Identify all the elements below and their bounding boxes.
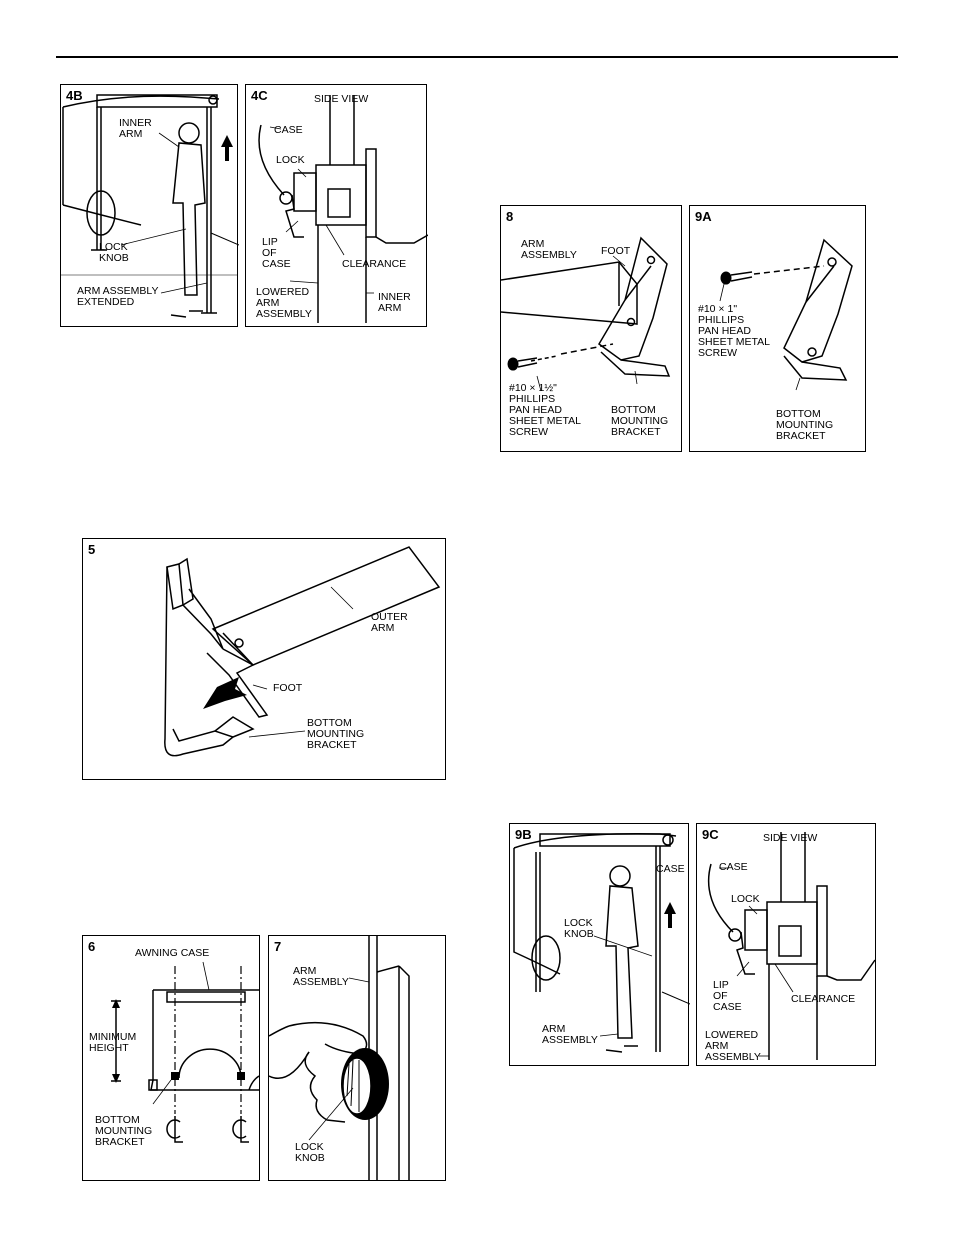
figure-9c-drawing: [707, 832, 876, 1060]
figure-8-number: 8: [506, 209, 514, 224]
figure-8-drawing: [501, 236, 671, 392]
arm-assembly-label: ARM ASSEMBLY: [542, 1023, 598, 1046]
case-label: CASE: [274, 124, 303, 136]
figure-6-drawing: [111, 961, 260, 1143]
figure-9b-drawing: [513, 833, 690, 1053]
figure-9a-drawing: [719, 238, 853, 391]
bottom-mounting-bracket-label: BOTTOM MOUNTING BRACKET: [776, 408, 834, 442]
case-label: CASE: [719, 861, 748, 873]
awning-case-label: AWNING CASE: [135, 947, 210, 959]
figure-5: 5 OUTER ARM FOOT BOTTOM MOUNTING BRACKET: [82, 538, 446, 780]
figure-9c: 9C SIDE VIEW CASE LOCK LIP OF CASE CLEAR…: [696, 823, 876, 1066]
figure-5-number: 5: [88, 542, 96, 557]
screw-label: #10 × 1" PHILLIPS PAN HEAD SHEET METAL S…: [698, 303, 770, 359]
figure-4c-drawing: [258, 95, 428, 323]
lock-knob-label: LOCK KNOB: [99, 241, 129, 264]
figure-4c: 4C SIDE VIEW CASE LOCK LIP OF CASE CLEAR…: [245, 84, 428, 327]
lock-knob-label: LOCK KNOB: [295, 1141, 325, 1164]
clearance-label: CLEARANCE: [342, 258, 407, 270]
figure-4c-number: 4C: [251, 88, 268, 103]
clearance-label: CLEARANCE: [791, 993, 856, 1005]
figure-5-drawing: [164, 546, 441, 757]
bottom-mounting-bracket-label: BOTTOM MOUNTING BRACKET: [95, 1114, 153, 1148]
lowered-arm-assembly-label: LOWERED ARM ASSEMBLY: [705, 1029, 761, 1063]
figure-4b-number: 4B: [66, 88, 83, 103]
bottom-mounting-bracket-label: BOTTOM MOUNTING BRACKET: [611, 404, 669, 438]
side-view-title: SIDE VIEW: [314, 93, 369, 105]
figure-4b-drawing: [61, 94, 239, 318]
figure-6: 6 AWNING CASE MINIMUM HEIGHT BOTTOM MOUN…: [82, 935, 260, 1181]
side-view-title: SIDE VIEW: [763, 832, 818, 844]
lock-knob-label: LOCK KNOB: [564, 917, 594, 940]
minimum-height-label: MINIMUM HEIGHT: [89, 1031, 137, 1054]
figure-9a-number: 9A: [695, 209, 712, 224]
foot-label: FOOT: [273, 682, 303, 694]
figure-7: 7 ARM ASSEMBLY LOCK KNOB: [268, 935, 446, 1181]
lowered-arm-assembly-label: LOWERED ARM ASSEMBLY: [256, 286, 312, 320]
case-label: CASE: [656, 863, 685, 875]
figure-9c-number: 9C: [702, 827, 719, 842]
figure-6-number: 6: [88, 939, 96, 954]
outer-arm-label: OUTER ARM: [371, 611, 408, 634]
header-rule: [56, 56, 898, 58]
lip-of-case-label: LIP OF CASE: [713, 979, 742, 1013]
lip-of-case-label: LIP OF CASE: [262, 236, 291, 270]
foot-label: FOOT: [601, 245, 631, 257]
inner-arm-label: INNER ARM: [119, 117, 152, 140]
lock-label: LOCK: [731, 893, 760, 905]
bottom-mounting-bracket-label: BOTTOM MOUNTING BRACKET: [307, 717, 365, 751]
inner-arm-label: INNER ARM: [378, 291, 411, 314]
figure-9a: 9A #10 × 1" PHILLIPS PAN HEAD SHEET META…: [689, 205, 866, 452]
arm-assembly-label: ARM ASSEMBLY: [521, 238, 577, 261]
figure-7-number: 7: [274, 939, 282, 954]
arm-assembly-extended-label: ARM ASSEMBLY EXTENDED: [77, 285, 159, 308]
figure-9b: 9B CASE LOCK KNOB ARM ASSEMBLY: [509, 823, 690, 1066]
figure-7-drawing: [269, 936, 410, 1180]
figure-9b-number: 9B: [515, 827, 532, 842]
screw-label: #10 × 1½" PHILLIPS PAN HEAD SHEET METAL …: [509, 382, 581, 438]
figure-8: 8 ARM ASSEMBLY FOOT #10 × 1½" PHILLIPS P…: [500, 205, 682, 452]
figure-4b: 4B INNER ARM LOCK KNOB ARM ASSEMBLY EXTE…: [60, 84, 239, 327]
arm-assembly-label: ARM ASSEMBLY: [293, 965, 349, 988]
lock-label: LOCK: [276, 154, 305, 166]
